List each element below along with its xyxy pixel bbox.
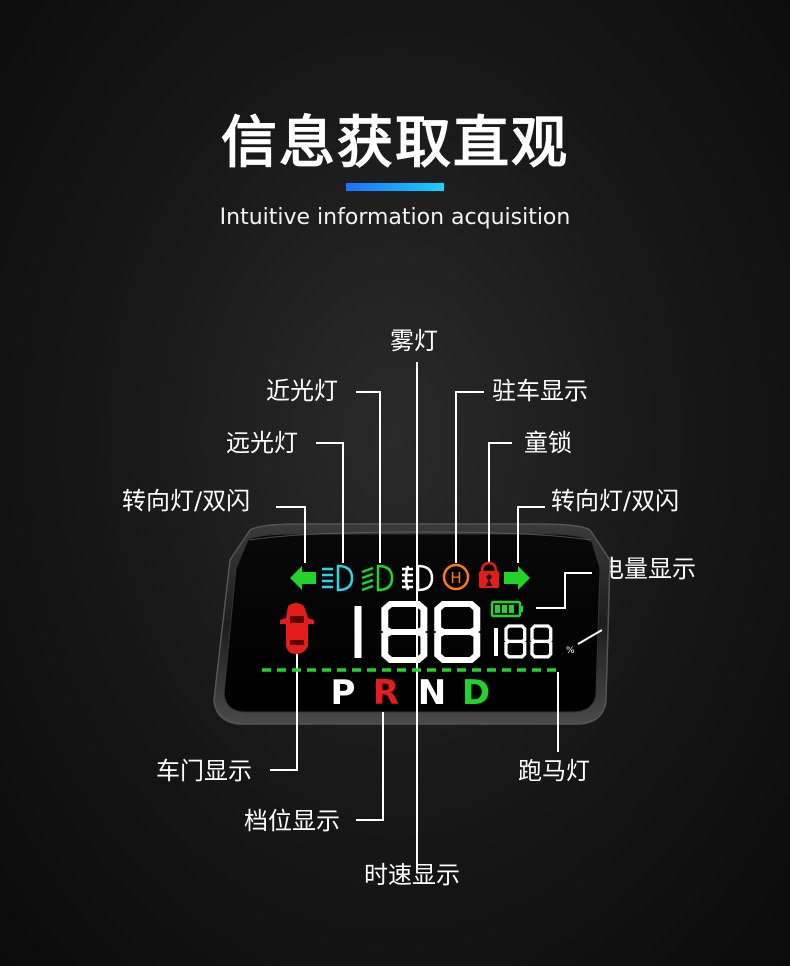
parking-brake-icon: H — [442, 563, 470, 591]
speed-value: 188 — [0, 0, 2, 1]
gear-n: N — [418, 673, 446, 713]
high-beam-icon — [322, 564, 354, 592]
child-lock-icon — [479, 561, 499, 588]
car-door-icon — [280, 603, 314, 654]
page-subtitle: Intuitive information acquisition — [219, 205, 571, 230]
label-running-light: 跑马灯 — [518, 757, 590, 785]
label-speed: 时速显示 — [364, 861, 460, 889]
gear-p: P — [331, 673, 356, 713]
label-door: 车门显示 — [156, 757, 252, 785]
gear-r: R — [373, 673, 399, 713]
page-title: 信息获取直观 — [221, 111, 569, 176]
label-low-beam: 近光灯 — [266, 377, 338, 405]
label-turn-right: 转向灯/双闪 — [551, 487, 680, 515]
leader-lines — [270, 362, 603, 870]
label-high-beam: 远光灯 — [226, 429, 298, 457]
percent-sign: % — [566, 646, 575, 656]
battery-icon — [490, 600, 523, 618]
accent-bar — [346, 183, 444, 191]
speed-digits — [354, 604, 477, 660]
label-battery: 电量显示 — [600, 555, 696, 583]
right-arrow-icon — [504, 566, 530, 590]
battery-percent-digits — [494, 624, 553, 659]
low-beam-icon — [361, 564, 394, 592]
label-parking: 驻车显示 — [492, 377, 588, 405]
hud-device — [213, 523, 611, 725]
left-arrow-icon — [290, 566, 316, 590]
label-gear: 档位显示 — [244, 807, 340, 835]
gear-d: D — [462, 673, 490, 713]
fog-light-icon — [402, 564, 434, 592]
label-fog-light: 雾灯 — [390, 327, 438, 355]
label-child-lock: 童锁 — [524, 429, 572, 457]
label-turn-left: 转向灯/双闪 — [122, 487, 251, 515]
svg-text:H: H — [450, 569, 461, 587]
gear-row: P R N D — [331, 673, 491, 713]
